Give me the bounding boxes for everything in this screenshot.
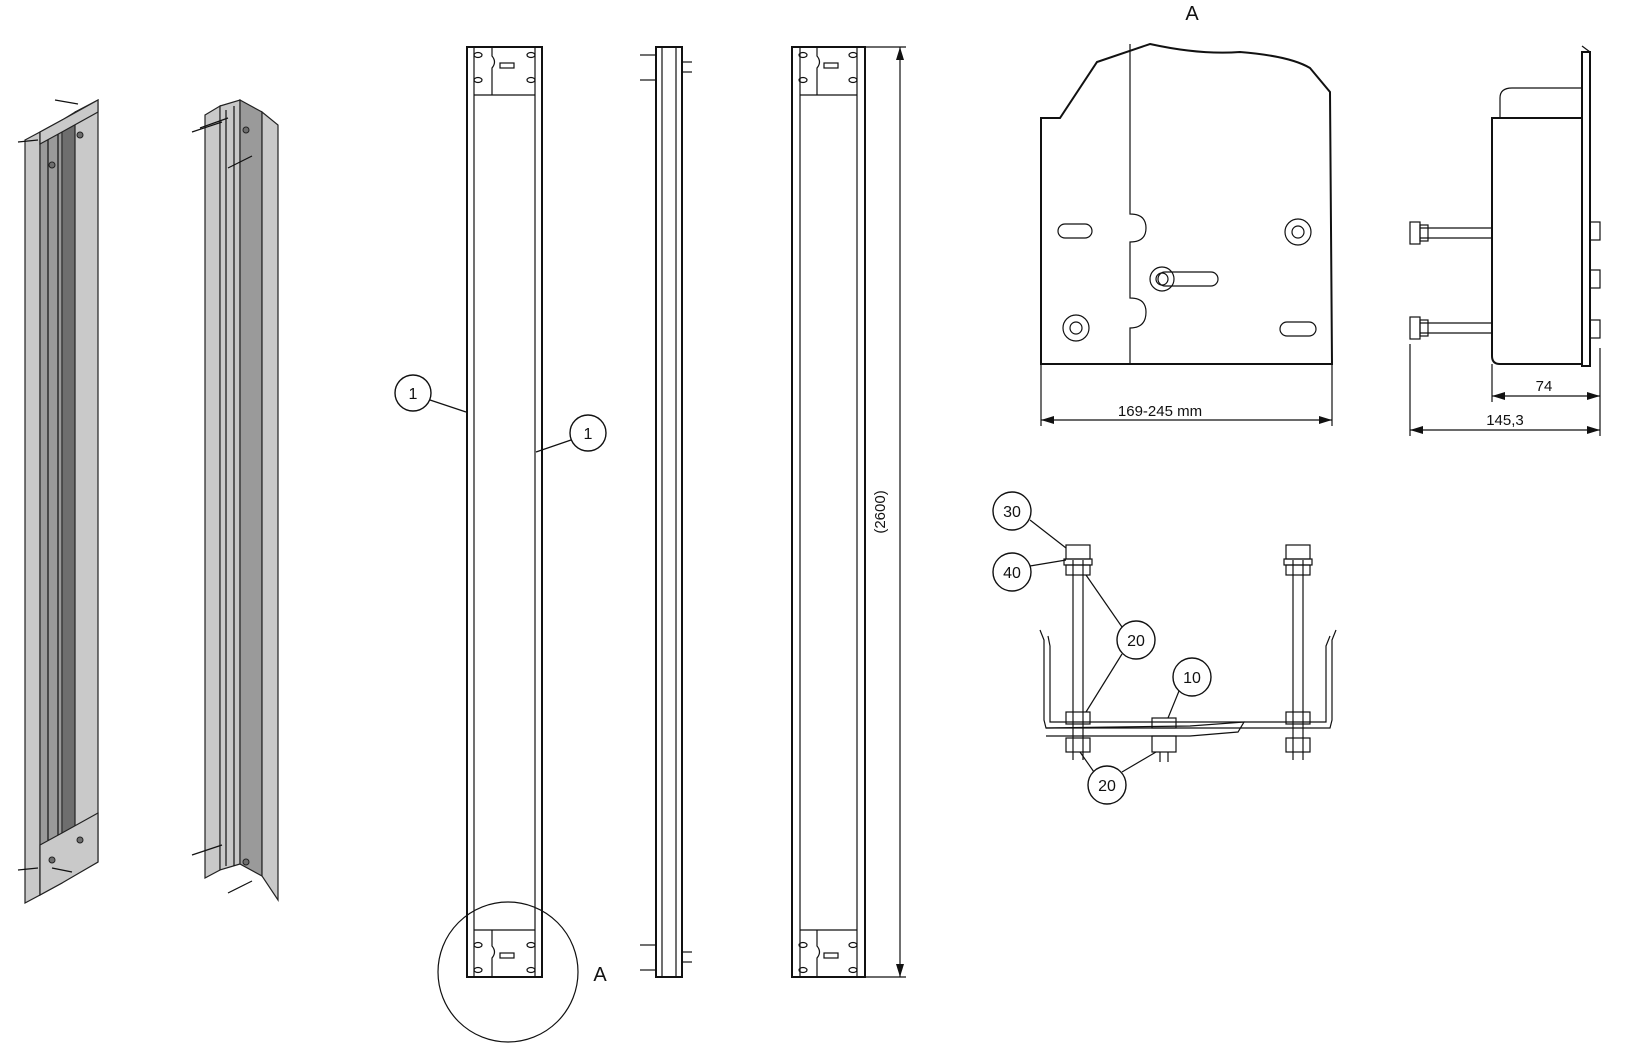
detail-side-view: 74 145,3 — [1409, 45, 1601, 436]
callout-text: 10 — [1183, 670, 1201, 687]
front-view — [466, 46, 543, 978]
width-dimension: 169-245 mm — [1118, 403, 1202, 420]
dim-inner: 74 — [1536, 378, 1553, 395]
callout-part-1-left: 1 — [394, 374, 467, 413]
callout-item-30: 30 — [992, 491, 1067, 549]
callout-item-40: 40 — [992, 552, 1067, 592]
side-view — [640, 46, 692, 978]
callout-text: 20 — [1098, 778, 1116, 795]
callout-text: 40 — [1003, 565, 1021, 582]
isometric-view-right — [191, 98, 279, 902]
overall-length-dimension: (2600) — [866, 46, 906, 978]
dim-outer: 145,3 — [1486, 412, 1524, 429]
back-view — [791, 46, 866, 978]
callout-text: 1 — [409, 386, 418, 403]
callout-item-20-bottom: 20 — [1079, 751, 1157, 805]
callout-item-20-top: 20 — [1085, 574, 1156, 713]
detail-ref-label: A — [593, 964, 607, 986]
isometric-view-left — [17, 98, 99, 904]
callout-text: 1 — [584, 426, 593, 443]
callout-part-1-right: 1 — [535, 414, 607, 453]
assembly-detail — [1039, 544, 1337, 762]
callout-text: 20 — [1127, 633, 1145, 650]
callout-text: 30 — [1003, 504, 1021, 521]
detail-title: A — [1185, 3, 1199, 25]
callout-item-10: 10 — [1167, 657, 1212, 719]
overall-length-text: (2600) — [872, 490, 889, 533]
detail-circle-a: A — [437, 901, 607, 1043]
detail-view-a: A 169-245 mm — [1040, 3, 1334, 426]
